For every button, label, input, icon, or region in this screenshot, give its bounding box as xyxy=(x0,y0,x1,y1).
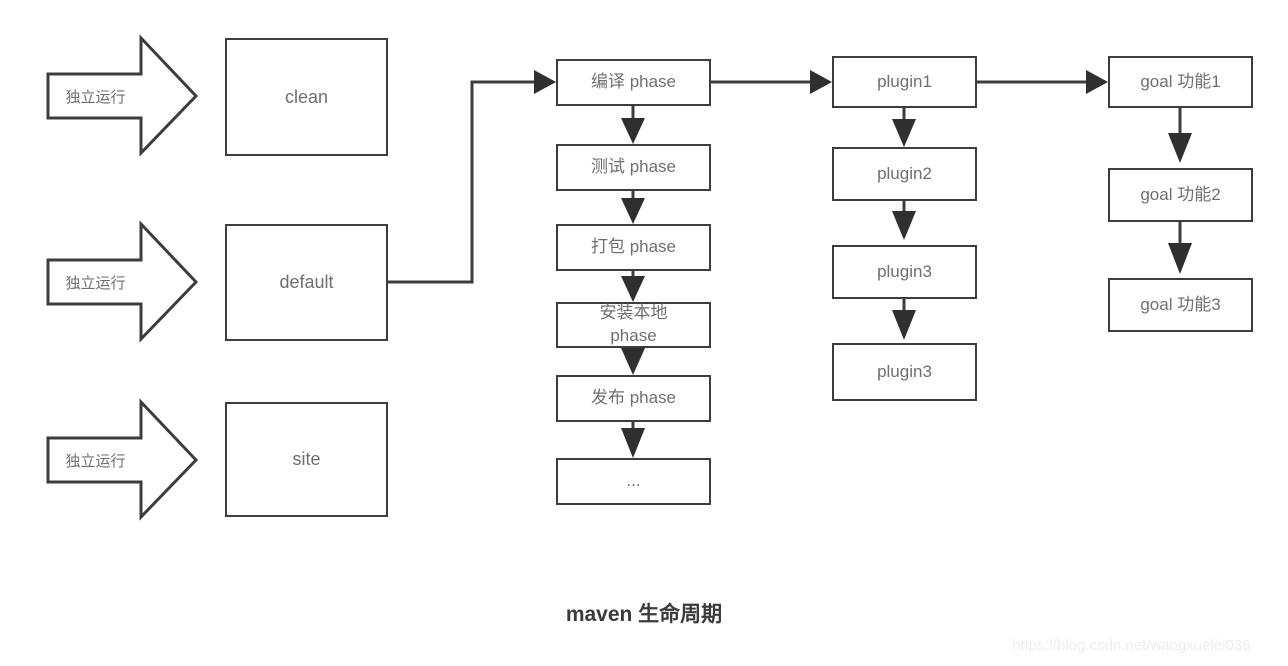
connector-goal1-to-goal2 xyxy=(1168,108,1192,163)
lifecycle-box-site[interactable]: site xyxy=(225,402,388,517)
phase-box-package[interactable]: 打包 phase xyxy=(556,224,711,271)
entry-arrow-label-clean: 独立运行 xyxy=(65,88,126,106)
plugin-box-4[interactable]: plugin3 xyxy=(832,343,977,401)
entry-block-arrow-default xyxy=(46,220,199,343)
connector-compile-to-test xyxy=(621,106,645,144)
connector-plugin1-to-plugin2 xyxy=(892,108,916,147)
entry-arrow-label-site: 独立运行 xyxy=(65,452,126,470)
connector-plugin1-to-goal1 xyxy=(977,70,1108,94)
connector-install-to-deploy xyxy=(621,348,645,375)
goal-box-2[interactable]: goal 功能2 xyxy=(1108,168,1253,222)
entry-block-arrow-site xyxy=(46,398,199,521)
watermark-text: https://blog.csdn.net/wangxuelei036 xyxy=(1012,637,1251,654)
goal-box-1[interactable]: goal 功能1 xyxy=(1108,56,1253,108)
phase-box-test[interactable]: 测试 phase xyxy=(556,144,711,191)
connector-package-to-install xyxy=(621,271,645,302)
connector-goal2-to-goal3 xyxy=(1168,222,1192,274)
connector-compile-to-plugin1 xyxy=(711,70,832,94)
phase-box-install[interactable]: 安装本地 phase xyxy=(556,302,711,348)
entry-block-arrow-clean xyxy=(46,34,199,157)
goal-box-3[interactable]: goal 功能3 xyxy=(1108,278,1253,332)
connector-deploy-to-more xyxy=(621,422,645,458)
diagram-title: maven 生命周期 xyxy=(565,603,723,626)
connector-default-to-compile xyxy=(388,70,556,284)
connector-test-to-package xyxy=(621,191,645,224)
connector-plugin2-to-plugin3 xyxy=(892,201,916,240)
phase-box-deploy[interactable]: 发布 phase xyxy=(556,375,711,422)
plugin-box-1[interactable]: plugin1 xyxy=(832,56,977,108)
plugin-box-2[interactable]: plugin2 xyxy=(832,147,977,201)
entry-arrow-label-default: 独立运行 xyxy=(65,274,126,292)
phase-box-compile[interactable]: 编译 phase xyxy=(556,59,711,106)
lifecycle-box-clean[interactable]: clean xyxy=(225,38,388,156)
connector-plugin3-to-plugin4 xyxy=(892,299,916,340)
lifecycle-box-default[interactable]: default xyxy=(225,224,388,341)
plugin-box-3[interactable]: plugin3 xyxy=(832,245,977,299)
phase-box-more[interactable]: ... xyxy=(556,458,711,505)
